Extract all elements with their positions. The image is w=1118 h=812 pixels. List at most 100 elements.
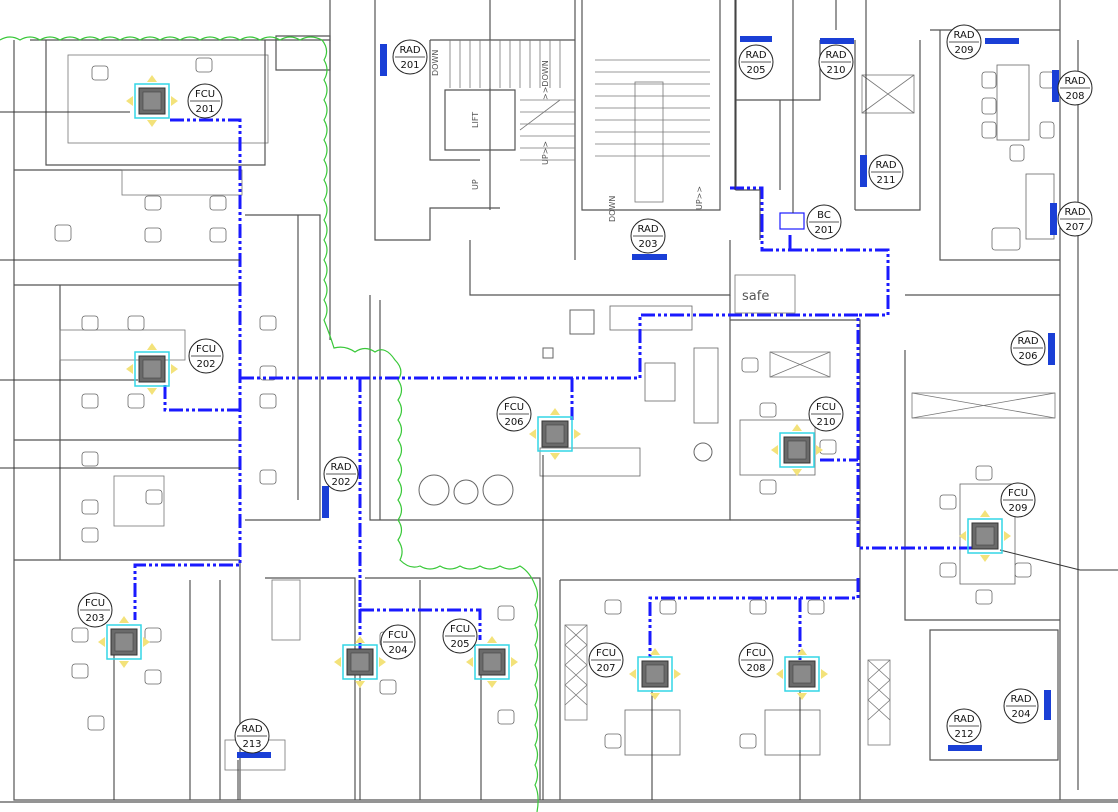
fcu-204-tag-type: FCU <box>388 630 408 641</box>
fcu-208-arrow-left <box>776 669 783 679</box>
rad-203-tag-number: 203 <box>638 239 657 250</box>
fcu-206-outline <box>537 416 573 452</box>
fcu-207-tag-type: FCU <box>596 648 616 659</box>
rad-211-tag-type: RAD <box>875 160 896 171</box>
fcu-205-outline <box>474 644 510 680</box>
fcu-208-tag-number: 208 <box>746 663 765 674</box>
rad-202-tag-number: 202 <box>331 477 350 488</box>
fcu-202-grille-inner <box>142 359 162 379</box>
fcu-206-unit[interactable] <box>529 408 581 460</box>
fcu-203-outline <box>106 624 142 660</box>
fcu-205-unit[interactable] <box>466 636 518 688</box>
lounge-chairs <box>418 309 713 506</box>
fcu-208-tag-type: FCU <box>746 648 766 659</box>
fcu-203-unit[interactable] <box>98 616 150 668</box>
fcu-210-tag-number: 210 <box>816 417 835 428</box>
fcu-203-tag-number: 203 <box>85 613 104 624</box>
fcu-201-arrow-up <box>147 75 157 82</box>
fcu-202-arrow-left <box>126 364 133 374</box>
bc-201-tag-number: 201 <box>814 225 833 236</box>
rad-209-tag-type: RAD <box>953 30 974 41</box>
fcu-201-arrow-down <box>147 120 157 127</box>
fcu-208-arrow-up <box>797 648 807 655</box>
fcu-209-arrow-down <box>980 555 990 562</box>
fcu-203-arrow-right <box>143 637 150 647</box>
rad-211-tag[interactable]: RAD 211 <box>868 154 904 190</box>
stair-down-arrow-label: >>DOWN <box>541 60 550 100</box>
fcu-210-unit[interactable] <box>771 424 823 476</box>
fcu-205-arrow-up <box>487 636 497 643</box>
fcu-208-arrow-right <box>821 669 828 679</box>
fcu-207-grille-inner <box>645 664 665 684</box>
fcu-206-arrow-right <box>574 429 581 439</box>
fcu-204-tag-number: 204 <box>388 645 407 656</box>
fcu-207-unit[interactable] <box>629 648 681 700</box>
fcu-204-arrow-left <box>334 657 341 667</box>
stair2-up-label: UP>> <box>695 186 704 210</box>
rad-211-tag-number: 211 <box>876 175 895 186</box>
rad-201-tag-type: RAD <box>399 45 420 56</box>
fcu-204-tag[interactable]: FCU 204 <box>380 624 416 660</box>
fcu-206-arrow-up <box>550 408 560 415</box>
fcu-202-unit[interactable] <box>126 343 178 395</box>
fcu-207-outline <box>637 656 673 692</box>
rad-213-tag-number: 213 <box>242 739 261 750</box>
fcu-208-grille-inner <box>792 664 812 684</box>
radiators <box>237 36 1059 758</box>
rad-201-tag[interactable]: RAD 201 <box>392 39 428 75</box>
duct-network <box>133 118 980 660</box>
fcu-209-arrow-up <box>980 510 990 517</box>
fcu-207-arrow-down <box>650 693 660 700</box>
fcu-209-tag-type: FCU <box>1008 488 1028 499</box>
fcu-201-grille-inner <box>142 91 162 111</box>
stair-up-arrow-label: UP>> <box>541 141 550 165</box>
fcu-201-unit[interactable] <box>126 75 178 127</box>
fcu-201-outline <box>134 83 170 119</box>
fcu-208-tag[interactable]: FCU 208 <box>738 642 774 678</box>
fcu-203-arrow-down <box>119 661 129 668</box>
fcu-209-unit[interactable] <box>959 510 1011 562</box>
fcu-202-tag-number: 202 <box>196 359 215 370</box>
furniture <box>54 57 1055 756</box>
fcu-202-arrow-down <box>147 388 157 395</box>
rad-201-tag-number: 201 <box>400 60 419 71</box>
fcu-206-arrow-left <box>529 429 536 439</box>
fcu-208-outline <box>784 656 820 692</box>
rad-206-tag-type: RAD <box>1017 336 1038 347</box>
fcu-205-arrow-down <box>487 681 497 688</box>
rad-208-tag-type: RAD <box>1064 76 1085 87</box>
fcu-210-grille-inner <box>787 440 807 460</box>
fcu-204-outline <box>342 644 378 680</box>
fcu-204-unit[interactable] <box>334 636 386 688</box>
fcu-202-outline <box>134 351 170 387</box>
fcu-210-arrow-up <box>792 424 802 431</box>
fcu-208-unit[interactable] <box>776 648 828 700</box>
fcu-201-arrow-left <box>126 96 133 106</box>
fcu-204-arrow-up <box>355 636 365 643</box>
stair2-down-label: DOWN <box>608 196 617 222</box>
fcu-209-outline <box>967 518 1003 554</box>
fcu-210-arrow-right <box>816 445 823 455</box>
